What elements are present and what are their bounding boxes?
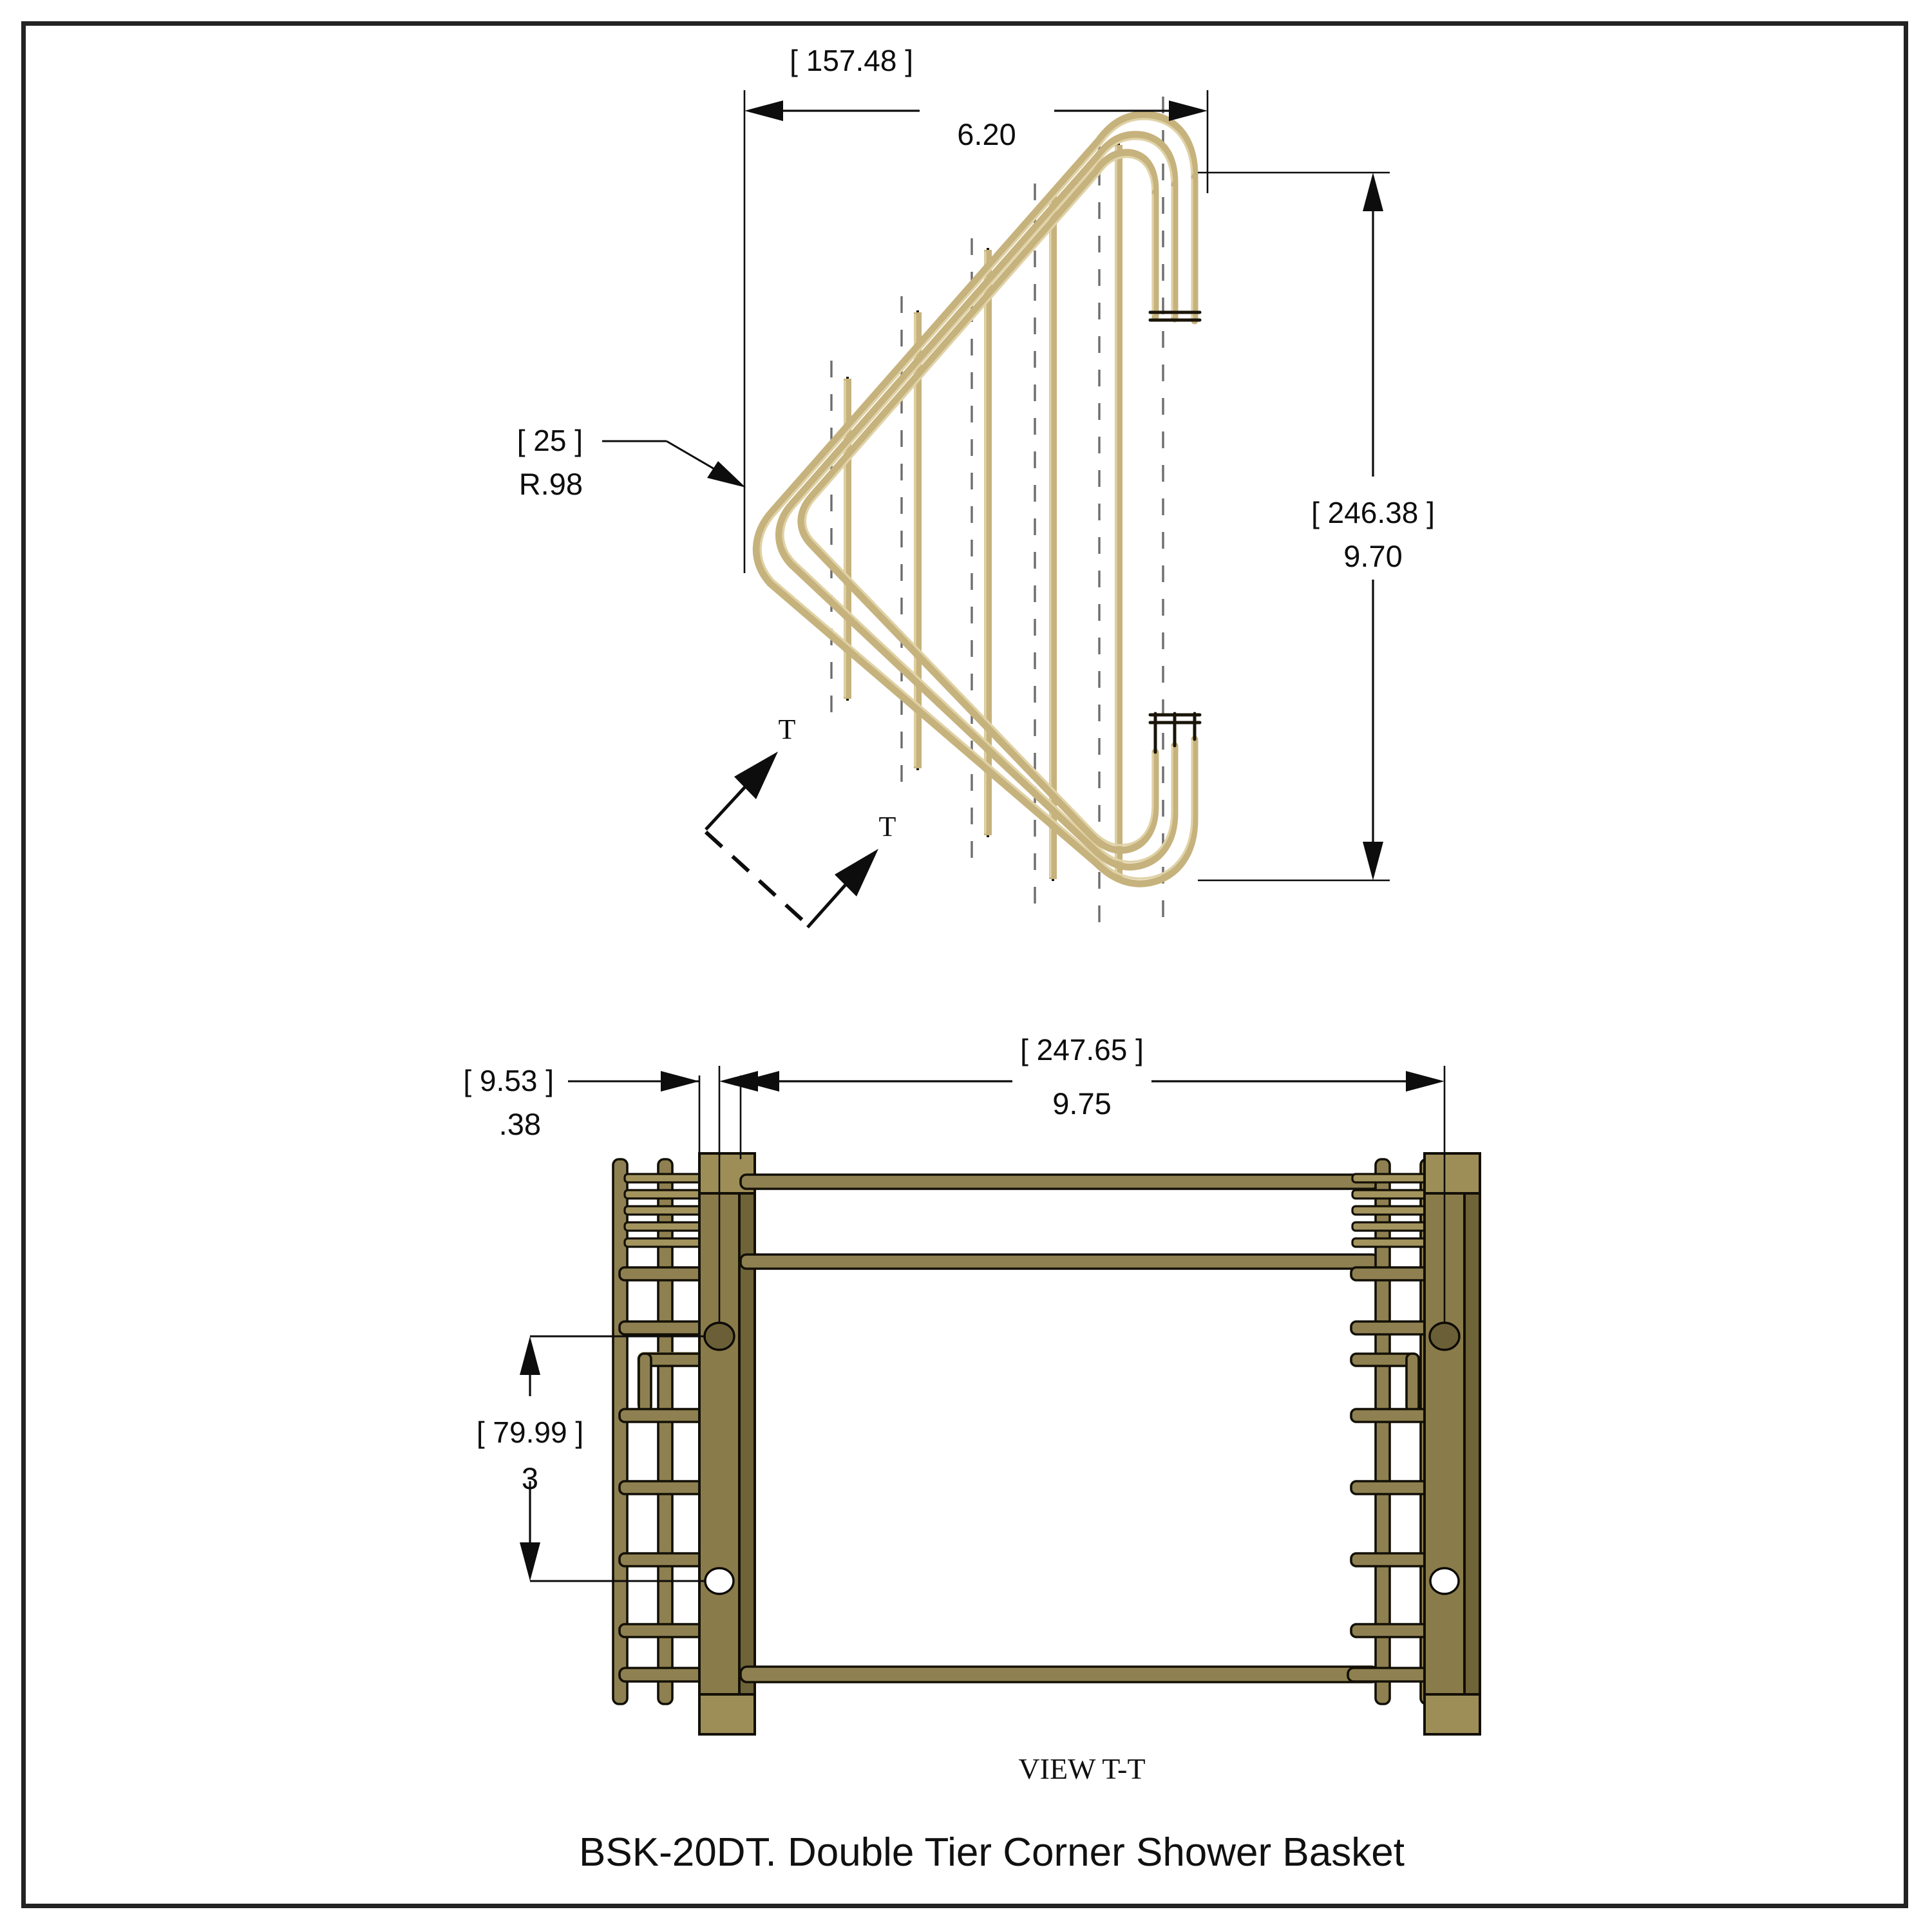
dim-radius-imperial: R.98: [519, 467, 583, 501]
top-view-right-return-bends: [1148, 173, 1202, 754]
dimension-corner-radius: [ 25 ] R.98: [517, 424, 746, 501]
right-mounting-bracket: [1423, 1152, 1481, 1736]
dim-overall-width-metric: [ 247.65 ]: [1020, 1033, 1144, 1066]
dim-bracket-thickness-imperial: .38: [499, 1107, 541, 1141]
section-arrow-upper-label: T: [779, 714, 796, 745]
dim-top-width-imperial: 6.20: [957, 117, 1016, 151]
dim-bracket-thickness-metric: [ 9.53 ]: [463, 1064, 554, 1097]
dim-tier-spacing-imperial: 3: [522, 1461, 538, 1495]
left-side-rails: [612, 1158, 711, 1705]
left-mounting-bracket: [698, 1152, 756, 1736]
dim-overall-width-imperial: 9.75: [1052, 1086, 1111, 1121]
top-view-centerlines: [830, 97, 1164, 931]
dim-top-width-metric: [ 157.48 ]: [790, 44, 913, 77]
dimension-tier-spacing: [ 79.99 ] 3: [477, 1335, 706, 1582]
drawing-title: BSK-20DT. Double Tier Corner Shower Bask…: [579, 1830, 1405, 1875]
section-view-geometry: [612, 1152, 1481, 1736]
dim-top-height-metric: [ 246.38 ]: [1311, 496, 1435, 529]
top-view-outer-frame: [752, 111, 1198, 887]
top-view-basket-geometry: [752, 111, 1202, 887]
top-view-cross-bars: [844, 143, 1122, 881]
dim-tier-spacing-metric: [ 79.99 ]: [477, 1416, 583, 1449]
section-arrow-lower-label: T: [879, 811, 896, 842]
dim-top-height-imperial: 9.70: [1343, 539, 1402, 573]
section-cut-t-t: T T: [704, 714, 896, 929]
section-view-label: VIEW T-T: [1018, 1752, 1145, 1785]
shelf-span-rails: [739, 1173, 1379, 1683]
dimension-bracket-thickness: [ 9.53 ] .38: [463, 1064, 902, 1159]
dimension-top-height: [ 246.38 ] 9.70: [1198, 171, 1435, 882]
dim-radius-metric: [ 25 ]: [517, 424, 583, 457]
dimension-top-width: [ 157.48 ] 6.20: [743, 44, 1209, 573]
dimension-overall-width: [ 247.65 ] 9.75: [718, 1033, 1446, 1156]
